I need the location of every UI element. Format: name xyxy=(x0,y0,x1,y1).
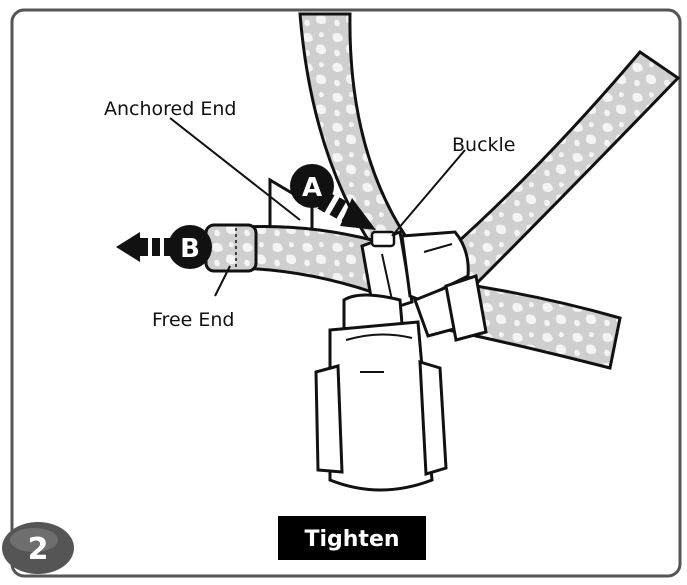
pouch xyxy=(314,293,448,492)
step-number: 2 xyxy=(28,532,49,567)
caption-text: Tighten xyxy=(304,527,399,552)
anchored-end-callout-line xyxy=(169,117,301,221)
anchored-end-label: Anchored End xyxy=(104,98,236,120)
marker-b-label: B xyxy=(180,234,200,264)
lower-strap xyxy=(446,280,622,370)
step-badge: 2 xyxy=(2,522,74,574)
free-end-label: Free End xyxy=(152,309,234,331)
buckle-label: Buckle xyxy=(452,134,516,156)
caption-box xyxy=(278,516,426,560)
marker-a: A xyxy=(290,164,376,230)
marker-b: B xyxy=(116,225,212,269)
free-end-callout-line xyxy=(214,265,231,297)
buckle-callout-line xyxy=(391,149,466,237)
free-end-tip xyxy=(204,223,258,273)
diagram-frame xyxy=(10,8,682,578)
marker-a-label: A xyxy=(302,173,322,203)
buckle xyxy=(360,229,488,342)
